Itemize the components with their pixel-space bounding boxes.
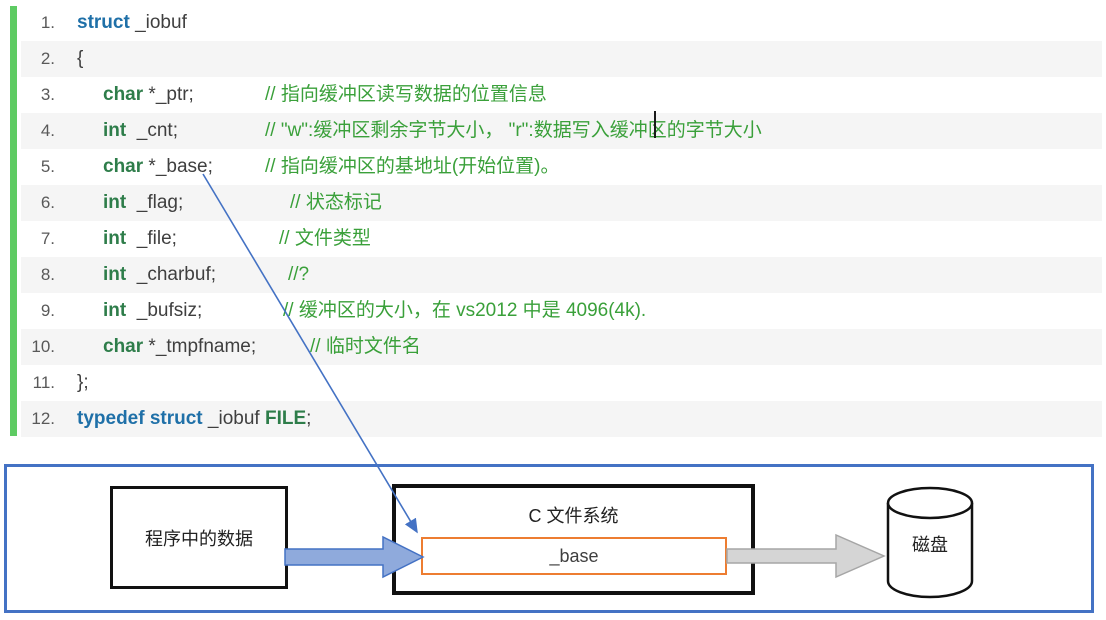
code-comment: // 文件类型 (279, 228, 371, 249)
program-data-box: 程序中的数据 (110, 486, 288, 589)
code-line: 11.}; (21, 365, 1102, 401)
code-text: int _charbuf; (103, 264, 216, 285)
code-line: 4. int _cnt; // "w":缓冲区剩余字节大小， "r":数据写入缓冲区… (21, 113, 1102, 149)
c-file-system-label: C 文件系统 (528, 506, 619, 526)
code-text: int _flag; (103, 192, 184, 213)
line-number: 9. (40, 301, 55, 320)
code-line: 10. char *_tmpfname; // 临时文件名 (21, 329, 1102, 365)
line-number: 5. (40, 157, 55, 176)
code-text: char *_tmpfname; (103, 336, 257, 357)
code-lines: 1. struct _iobuf 2. {3. char *_ptr; // 指向缓冲区读… (21, 5, 1102, 437)
text-caret (654, 111, 656, 138)
line-number: 6. (40, 193, 55, 212)
line-number: 3. (40, 85, 55, 104)
code-text: struct _iobuf (77, 12, 187, 33)
program-data-label: 程序中的数据 (145, 528, 253, 549)
base-buffer-label: _base (549, 545, 599, 566)
code-text: }; (77, 372, 89, 393)
code-comment: // 状态标记 (290, 192, 382, 213)
line-number: 10. (31, 337, 55, 356)
code-text: typedef struct _iobuf FILE; (77, 408, 312, 429)
code-line: 5. char *_base; // 指向缓冲区的基地址(开始位置)。 (21, 149, 1102, 185)
code-line: 12. typedef struct _iobuf FILE; (21, 401, 1102, 437)
code-line: 8. int _charbuf; //? (21, 257, 1102, 293)
code-comment: // 缓冲区的大小，在 vs2012 中是 4096(4k). (283, 300, 647, 321)
line-number: 4. (40, 121, 55, 140)
code-line: 3. char *_ptr; // 指向缓冲区读写数据的位置信息 (21, 77, 1102, 113)
base-buffer-box: _base (421, 537, 727, 575)
code-comment: // 指向缓冲区的基地址(开始位置)。 (265, 156, 560, 177)
line-number: 2. (40, 49, 55, 68)
code-text: char *_ptr; (103, 84, 194, 105)
code-comment: // "w":缓冲区剩余字节大小， "r":数据写入缓冲区的字节大小 (265, 120, 762, 141)
code-text: int _bufsiz; (103, 300, 203, 321)
code-comment: // 临时文件名 (310, 336, 421, 357)
line-number: 1. (40, 13, 55, 32)
disk-label: 磁盘 (912, 535, 948, 555)
code-comment: // 指向缓冲区读写数据的位置信息 (265, 84, 547, 105)
code-line: 6. int _flag; // 状态标记 (21, 185, 1102, 221)
code-line: 9. int _bufsiz; // 缓冲区的大小，在 vs2012 中是 4096… (21, 293, 1102, 329)
code-text: char *_base; (103, 156, 213, 177)
code-text: int _file; (103, 228, 177, 249)
code-line: 7. int _file; // 文件类型 (21, 221, 1102, 257)
code-text: int _cnt; (103, 120, 178, 141)
line-number: 7. (40, 229, 55, 248)
code-line: 2. { (21, 41, 1102, 77)
code-comment: //? (288, 264, 310, 285)
code-line: 1. struct _iobuf (21, 5, 1102, 41)
line-number: 11. (32, 373, 55, 392)
accent-bar (10, 6, 17, 436)
code-text: { (77, 48, 84, 69)
disk-cylinder-icon (886, 486, 974, 599)
line-number: 8. (40, 265, 55, 284)
line-number: 12. (31, 409, 55, 428)
